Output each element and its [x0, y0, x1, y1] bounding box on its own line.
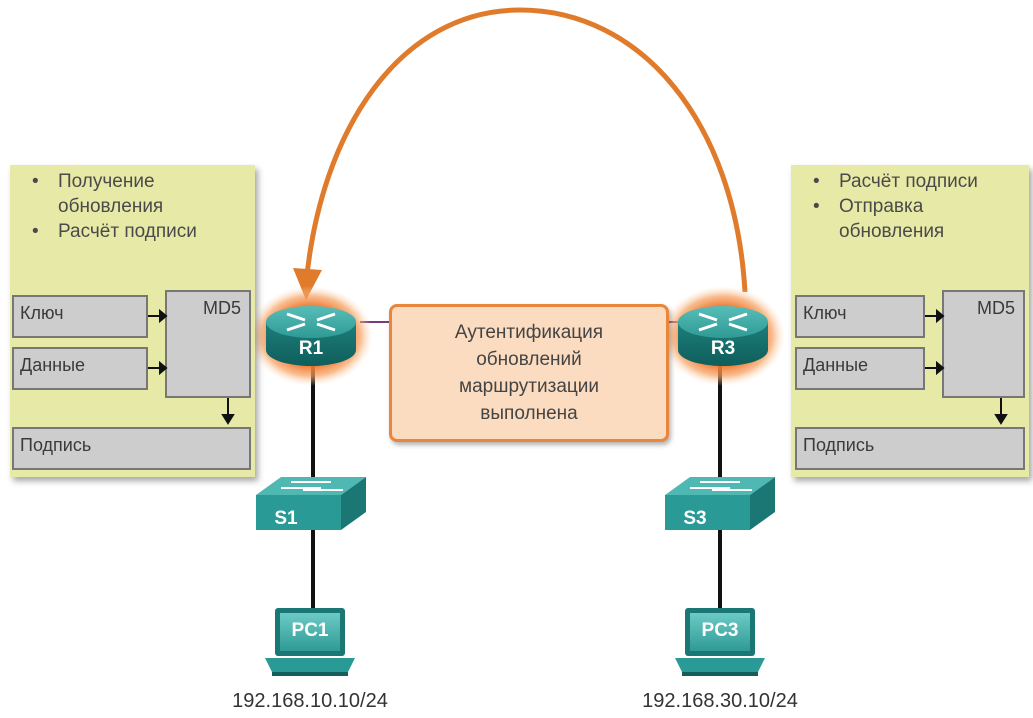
list-item: •Отправка обновления: [813, 196, 945, 242]
arrow-head-icon: [293, 268, 322, 300]
right-bullets: •Расчёт подписи •Отправка обновления: [805, 169, 1023, 244]
switch-s3-label: S3: [683, 508, 707, 529]
left-bullets: •Получение обновления •Расчёт подписи: [24, 169, 254, 244]
router-r1[interactable]: [249, 286, 373, 386]
router-r3[interactable]: [661, 286, 785, 386]
router-r3-label: R3: [710, 338, 736, 359]
switch-arrows-icon: [690, 481, 752, 491]
arrow-icons: [925, 308, 1008, 425]
signature-box: Подпись: [12, 427, 251, 470]
key-box: Ключ: [12, 295, 148, 338]
list-item: •Получение обновления: [32, 171, 164, 217]
ip-right: 192.168.30.10/24: [642, 690, 798, 712]
ip-left: 192.168.10.10/24: [232, 690, 388, 712]
pc-pc1[interactable]: [265, 608, 355, 676]
router-icon: [286, 312, 336, 332]
switch-s3[interactable]: [665, 477, 775, 530]
key-box: Ключ: [795, 295, 925, 338]
list-item: •Расчёт подписи: [32, 221, 197, 242]
arrow-icons: [148, 308, 235, 425]
auth-status-box: Аутентификация обновлений маршрутизации …: [389, 304, 669, 442]
pc-pc3[interactable]: [675, 608, 765, 676]
switch-s1[interactable]: [256, 477, 366, 530]
switch-s1-label: S1: [274, 508, 298, 529]
left-info-panel: •Получение обновления •Расчёт подписи Кл…: [10, 165, 255, 477]
signature-box: Подпись: [795, 427, 1025, 470]
list-item: •Расчёт подписи: [813, 171, 978, 192]
router-r1-label: R1: [298, 338, 324, 359]
data-box: Данные: [795, 347, 925, 390]
router-icon: [698, 312, 748, 332]
right-info-panel: •Расчёт подписи •Отправка обновления Клю…: [791, 165, 1029, 477]
switch-arrows-icon: [281, 481, 343, 491]
md5-box: MD5: [165, 290, 251, 398]
data-box: Данные: [12, 347, 148, 390]
pc1-label: PC1: [291, 620, 329, 641]
md5-box: MD5: [942, 290, 1025, 398]
pc3-label: PC3: [701, 620, 739, 641]
update-arc: [293, 7, 748, 300]
